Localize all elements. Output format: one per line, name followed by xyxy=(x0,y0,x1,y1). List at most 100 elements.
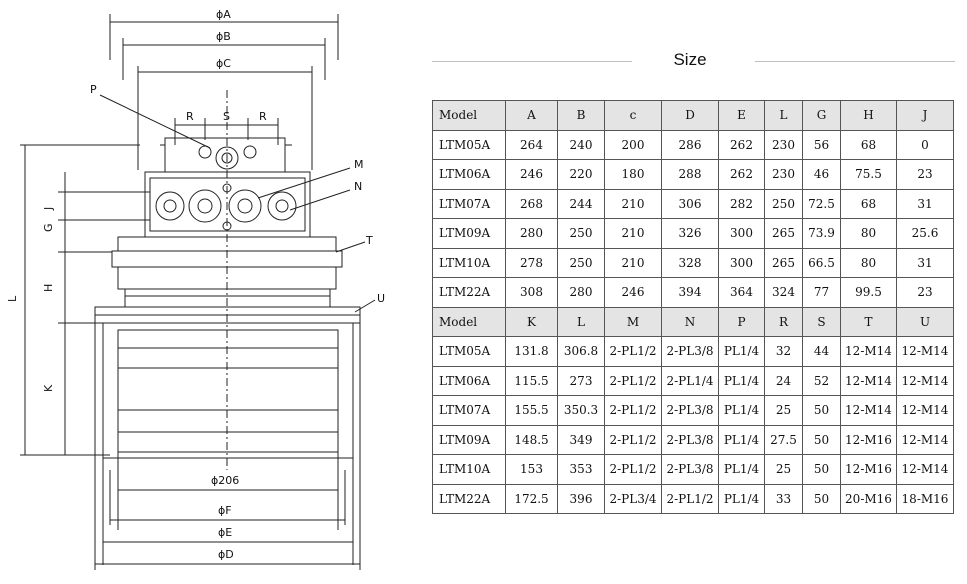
table-cell: 12-M14 xyxy=(840,336,897,367)
table-cell: 230 xyxy=(764,129,803,160)
table-cell: 250 xyxy=(557,218,605,249)
table-cell: 2-PL3/8 xyxy=(661,454,719,485)
table-cell: 326 xyxy=(661,218,719,249)
table-cell: 300 xyxy=(718,218,765,249)
table-cell: 99.5 xyxy=(840,277,897,308)
table-cell: 25.6 xyxy=(896,218,954,249)
table-cell: 282 xyxy=(718,188,765,219)
table-cell: 56 xyxy=(802,129,841,160)
dim-label-M: M xyxy=(354,158,364,171)
table-cell: 268 xyxy=(505,188,558,219)
table-cell: 210 xyxy=(604,218,662,249)
table-cell: 72.5 xyxy=(802,188,841,219)
table-cell: 246 xyxy=(505,159,558,190)
table-cell: PL1/4 xyxy=(718,454,765,485)
table-cell: 306 xyxy=(661,188,719,219)
table-cell: 50 xyxy=(802,483,841,514)
table-cell: 2-PL3/4 xyxy=(604,483,662,514)
table-cell: 2-PL1/2 xyxy=(604,395,662,426)
table-cell: 364 xyxy=(718,277,765,308)
title-rule-right xyxy=(755,61,955,62)
header-cell: c xyxy=(604,100,662,131)
table-cell: 2-PL3/8 xyxy=(661,424,719,455)
table-cell: 24 xyxy=(764,365,803,396)
table-cell: 115.5 xyxy=(505,365,558,396)
dim-label-B: ϕB xyxy=(216,30,231,43)
dim-label-U: U xyxy=(377,292,385,305)
dim-label-R-left: R xyxy=(186,110,194,123)
size-title: Size xyxy=(673,50,707,69)
header-cell: J xyxy=(896,100,954,131)
table-cell: 32 xyxy=(764,336,803,367)
table-cell: 308 xyxy=(505,277,558,308)
header-cell: T xyxy=(840,306,897,337)
header-cell: A xyxy=(505,100,558,131)
table-cell: PL1/4 xyxy=(718,336,765,367)
table-cell: 2-PL1/4 xyxy=(661,365,719,396)
table-cell: 155.5 xyxy=(505,395,558,426)
header-cell-model: Model xyxy=(432,100,506,131)
table-cell: 2-PL1/2 xyxy=(604,424,662,455)
table-cell: 20-M16 xyxy=(840,483,897,514)
table-cell: 12-M14 xyxy=(896,365,954,396)
header-cell: E xyxy=(718,100,765,131)
model-cell: LTM07A xyxy=(432,395,506,426)
table-cell: 12-M14 xyxy=(840,395,897,426)
dim-label-E: ϕE xyxy=(218,526,232,539)
header-cell: P xyxy=(718,306,765,337)
table-cell: 180 xyxy=(604,159,662,190)
motor-dimension-drawing: ϕA ϕB ϕC P R S R M N T U J G H L K ϕ206 … xyxy=(6,8,385,570)
table-cell: 349 xyxy=(557,424,605,455)
table-cell: 324 xyxy=(764,277,803,308)
table-cell: 25 xyxy=(764,454,803,485)
table-cell: 396 xyxy=(557,483,605,514)
dim-label-T: T xyxy=(365,234,373,247)
model-cell: LTM05A xyxy=(432,129,506,160)
header-cell: U xyxy=(896,306,954,337)
dim-label-L: L xyxy=(6,295,19,302)
table-cell: PL1/4 xyxy=(718,424,765,455)
table-cell: 18-M16 xyxy=(896,483,954,514)
table-cell: PL1/4 xyxy=(718,483,765,514)
table-cell: 306.8 xyxy=(557,336,605,367)
model-cell: LTM22A xyxy=(432,483,506,514)
table-cell: 77 xyxy=(802,277,841,308)
table-cell: 31 xyxy=(896,188,954,219)
table-cell: 27.5 xyxy=(764,424,803,455)
table-cell: 33 xyxy=(764,483,803,514)
dim-label-S: S xyxy=(223,110,230,123)
table-cell: 250 xyxy=(764,188,803,219)
table-cell: 23 xyxy=(896,277,954,308)
model-cell: LTM22A xyxy=(432,277,506,308)
dim-label-D: ϕD xyxy=(218,548,234,561)
table-cell: PL1/4 xyxy=(718,395,765,426)
table-cell: 280 xyxy=(557,277,605,308)
table-cell: 288 xyxy=(661,159,719,190)
table-cell: 148.5 xyxy=(505,424,558,455)
model-cell: LTM06A xyxy=(432,365,506,396)
table-cell: 2-PL1/2 xyxy=(661,483,719,514)
header-cell: R xyxy=(764,306,803,337)
header-cell: S xyxy=(802,306,841,337)
dim-label-G: G xyxy=(42,223,55,232)
header-cell: B xyxy=(557,100,605,131)
header-cell: K xyxy=(505,306,558,337)
table-cell: 350.3 xyxy=(557,395,605,426)
table-cell: 286 xyxy=(661,129,719,160)
table-cell: 2-PL1/2 xyxy=(604,336,662,367)
table-cell: 230 xyxy=(764,159,803,190)
table-cell: 240 xyxy=(557,129,605,160)
table-cell: 153 xyxy=(505,454,558,485)
dim-label-J: J xyxy=(42,207,55,211)
table-cell: 12-M14 xyxy=(896,336,954,367)
table-cell: 80 xyxy=(840,218,897,249)
table-cell: 12-M16 xyxy=(840,424,897,455)
